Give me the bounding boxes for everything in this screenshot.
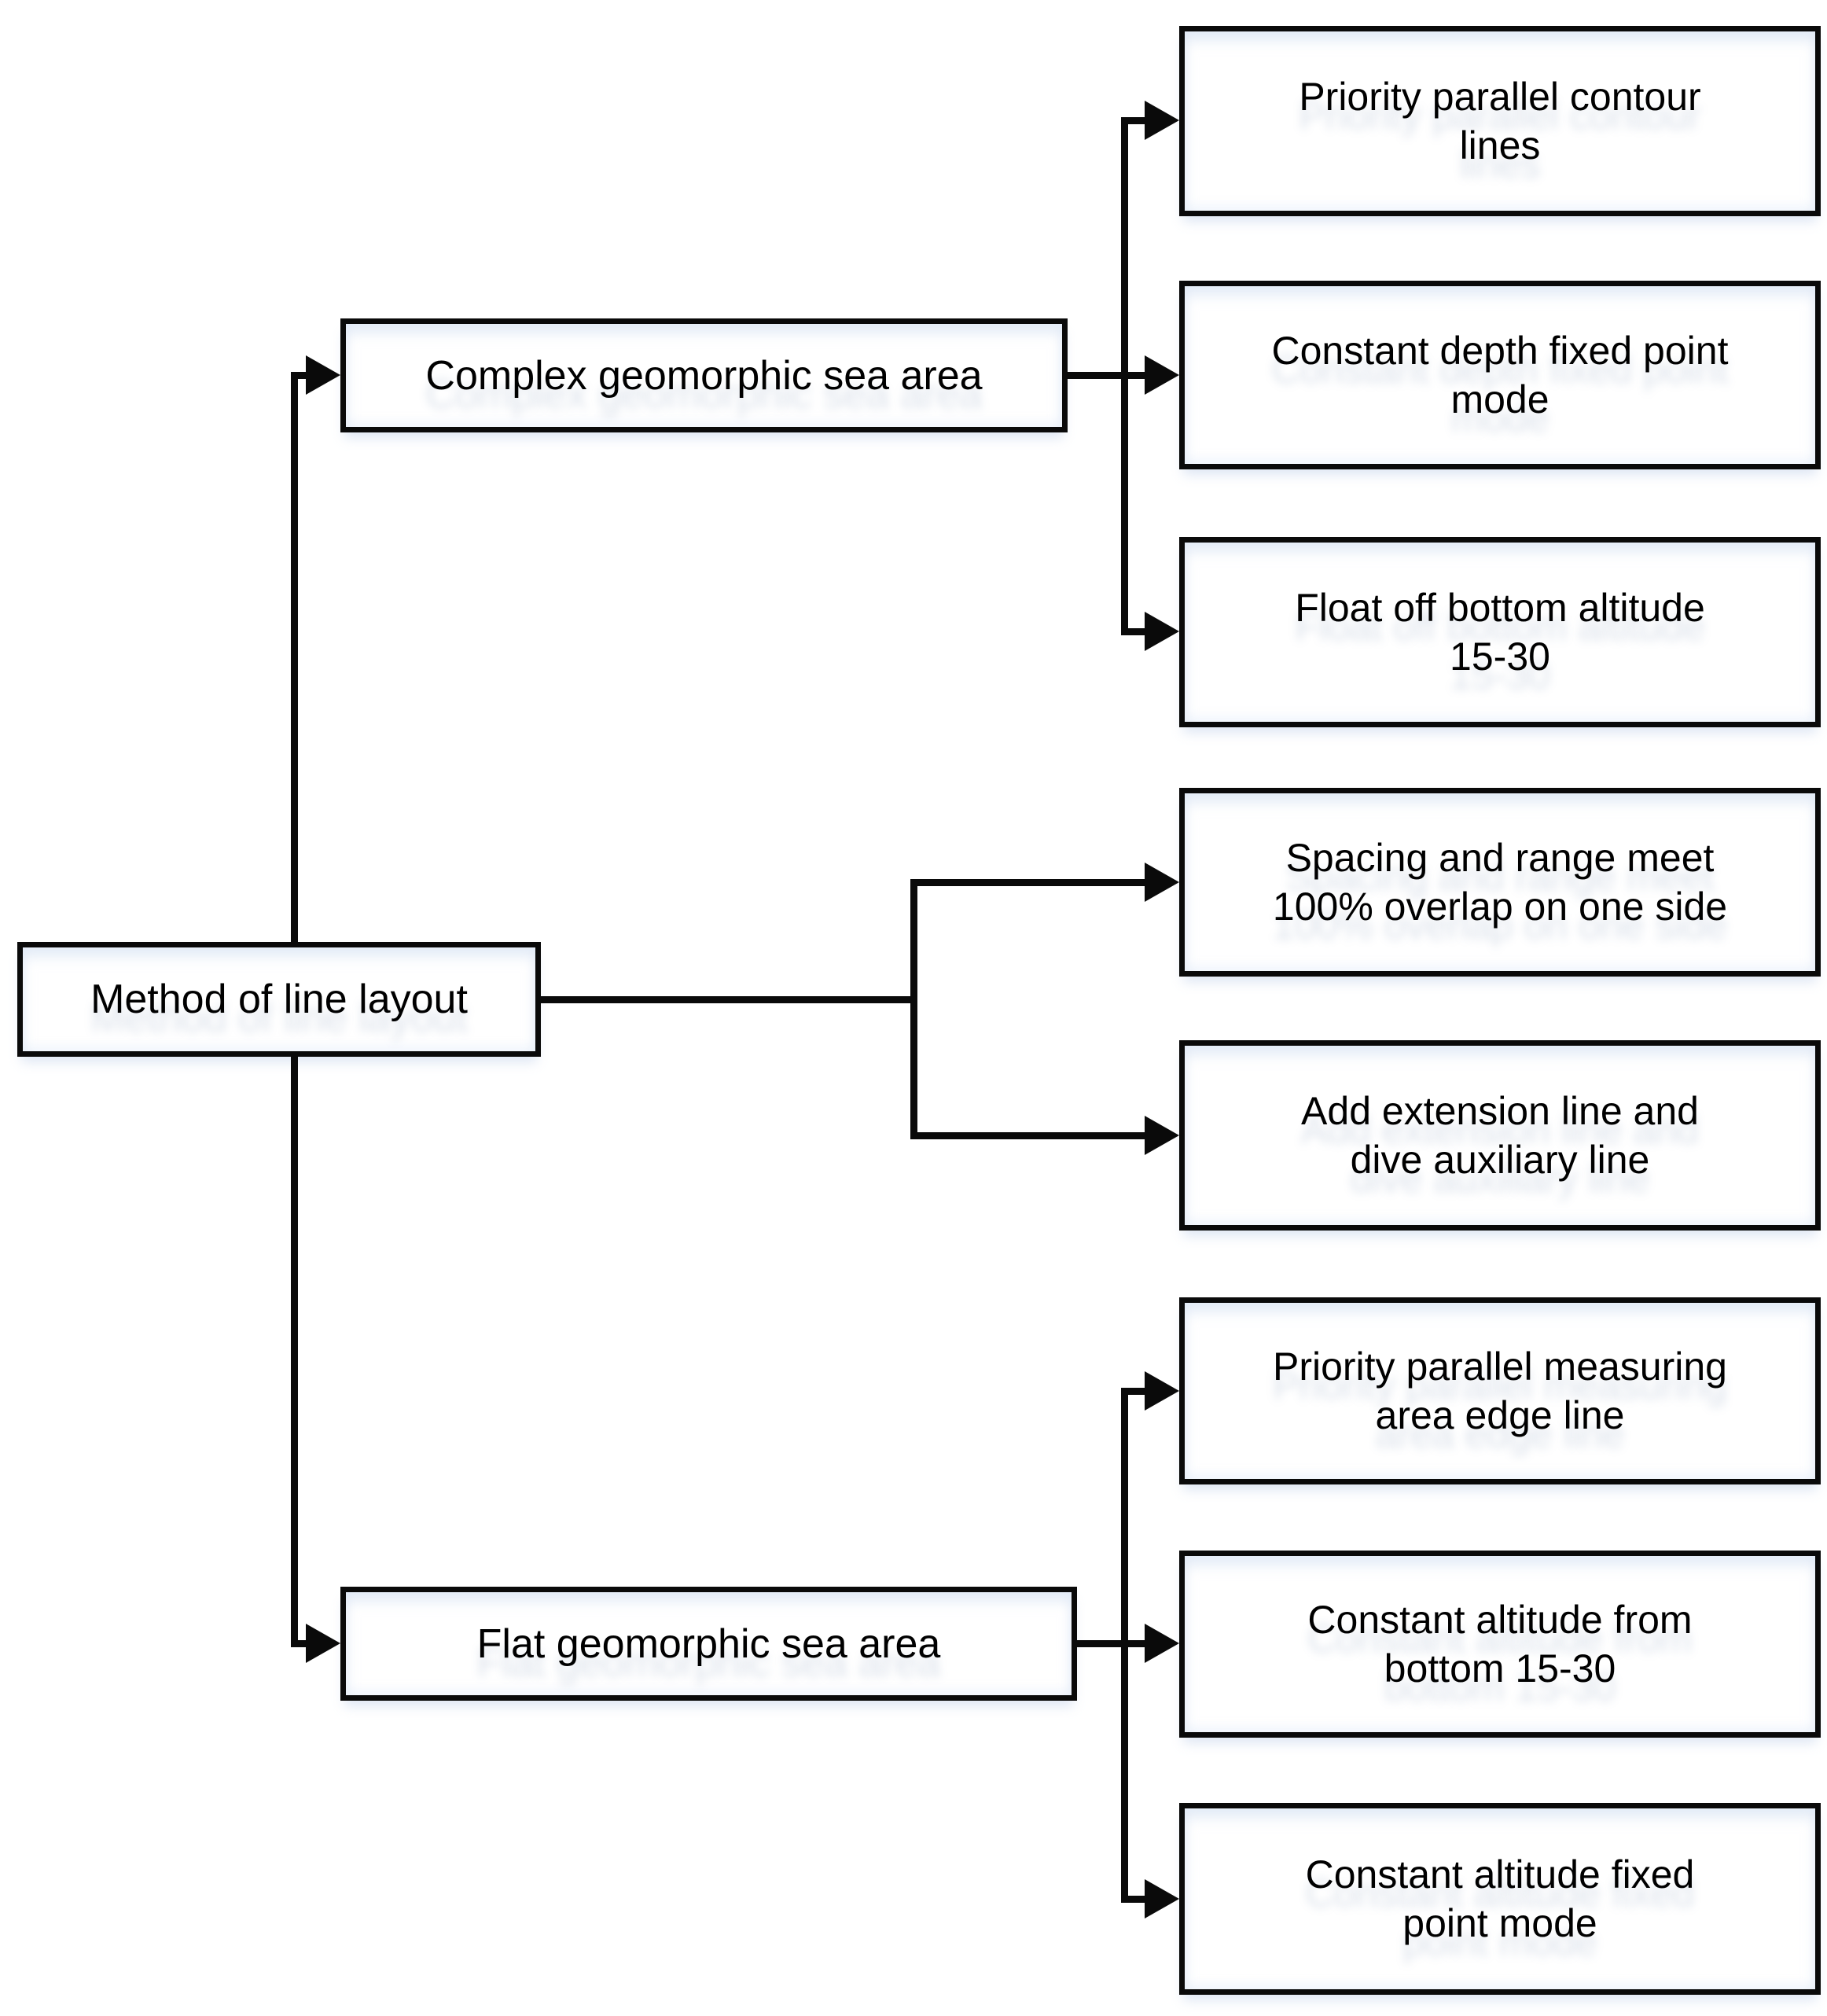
node-method-of-line-layout: Method of line layout [17,942,541,1057]
arrowhead-into-constant-depth [1145,355,1179,395]
arrowhead-into-priority-measuring [1145,1371,1179,1411]
node-label: Method of line layout [90,977,468,1022]
node-label: Flat geomorphic sea area [476,1621,941,1667]
connector-arm-float-off-bottom [1121,628,1145,635]
node-priority-parallel-contour-lines: Priority parallel contour lines [1179,26,1821,216]
node-spacing-and-range-meet-100-overlap: Spacing and range meet 100% overlap on o… [1179,788,1821,977]
connector-arm-constant-altitude-fixed [1121,1896,1145,1903]
connector-arm-priority-contour [1121,117,1145,124]
node-label: Float off bottom altitude [1295,586,1705,630]
node-constant-altitude-from-bottom-15-30: Constant altitude from bottom 15-30 [1179,1551,1821,1738]
node-constant-altitude-fixed-point-mode: Constant altitude fixed point mode [1179,1803,1821,1995]
node-label: 15-30 [1450,635,1550,679]
node-label: mode [1450,377,1549,421]
connector-root-to-complex-vertical [291,372,298,942]
arrowhead-into-priority-contour [1145,101,1179,140]
node-label: Priority parallel contour [1299,75,1701,119]
node-label: Complex geomorphic sea area [425,352,983,399]
arrowhead-into-constant-altitude-bottom [1145,1624,1179,1663]
arrowhead-into-flat [306,1624,340,1663]
node-label: point mode [1402,1901,1597,1945]
node-label: dive auxiliary line [1350,1138,1650,1182]
node-label: Spacing and range meet [1285,836,1715,880]
connector-top-bracket [1121,117,1128,635]
node-label: lines [1459,123,1541,167]
connector-arm-add-extension [910,1132,1145,1139]
node-label: Add extension line and [1301,1089,1699,1133]
connector-arm-spacing-overlap [910,879,1145,886]
connector-bottom-bracket [1121,1388,1128,1903]
node-add-extension-line-and-dive-auxiliary-line: Add extension line and dive auxiliary li… [1179,1040,1821,1231]
node-priority-parallel-measuring-area-edge-line: Priority parallel measuring area edge li… [1179,1297,1821,1484]
node-constant-depth-fixed-point-mode: Constant depth fixed point mode [1179,281,1821,469]
connector-arm-priority-measuring [1121,1388,1145,1395]
connector-root-right [541,996,917,1003]
connector-flat-right [1077,1640,1145,1647]
node-label: Priority parallel measuring [1272,1345,1727,1389]
node-label: Constant depth fixed point [1271,329,1729,373]
node-label: bottom 15-30 [1384,1646,1616,1690]
node-label: Constant altitude from [1307,1598,1693,1642]
arrowhead-into-float-off-bottom [1145,612,1179,651]
node-label: area edge line [1375,1393,1625,1437]
connector-complex-right [1068,372,1145,379]
arrowhead-into-constant-altitude-fixed [1145,1879,1179,1919]
arrowhead-into-complex [306,355,340,395]
node-float-off-bottom-altitude-15-30: Float off bottom altitude 15-30 [1179,537,1821,727]
node-label: Constant altitude fixed [1305,1852,1695,1896]
node-flat-geomorphic-sea-area: Flat geomorphic sea area [340,1587,1077,1701]
connector-root-to-flat-arm [291,1640,308,1647]
arrowhead-into-spacing-overlap [1145,863,1179,902]
node-complex-geomorphic-sea-area: Complex geomorphic sea area [340,318,1068,432]
connector-root-to-flat-vertical [291,1055,298,1647]
node-label: 100% overlap on one side [1272,885,1728,929]
arrowhead-into-add-extension [1145,1116,1179,1155]
connector-root-to-complex-arm [291,372,308,379]
connector-middle-bracket [910,879,917,1139]
